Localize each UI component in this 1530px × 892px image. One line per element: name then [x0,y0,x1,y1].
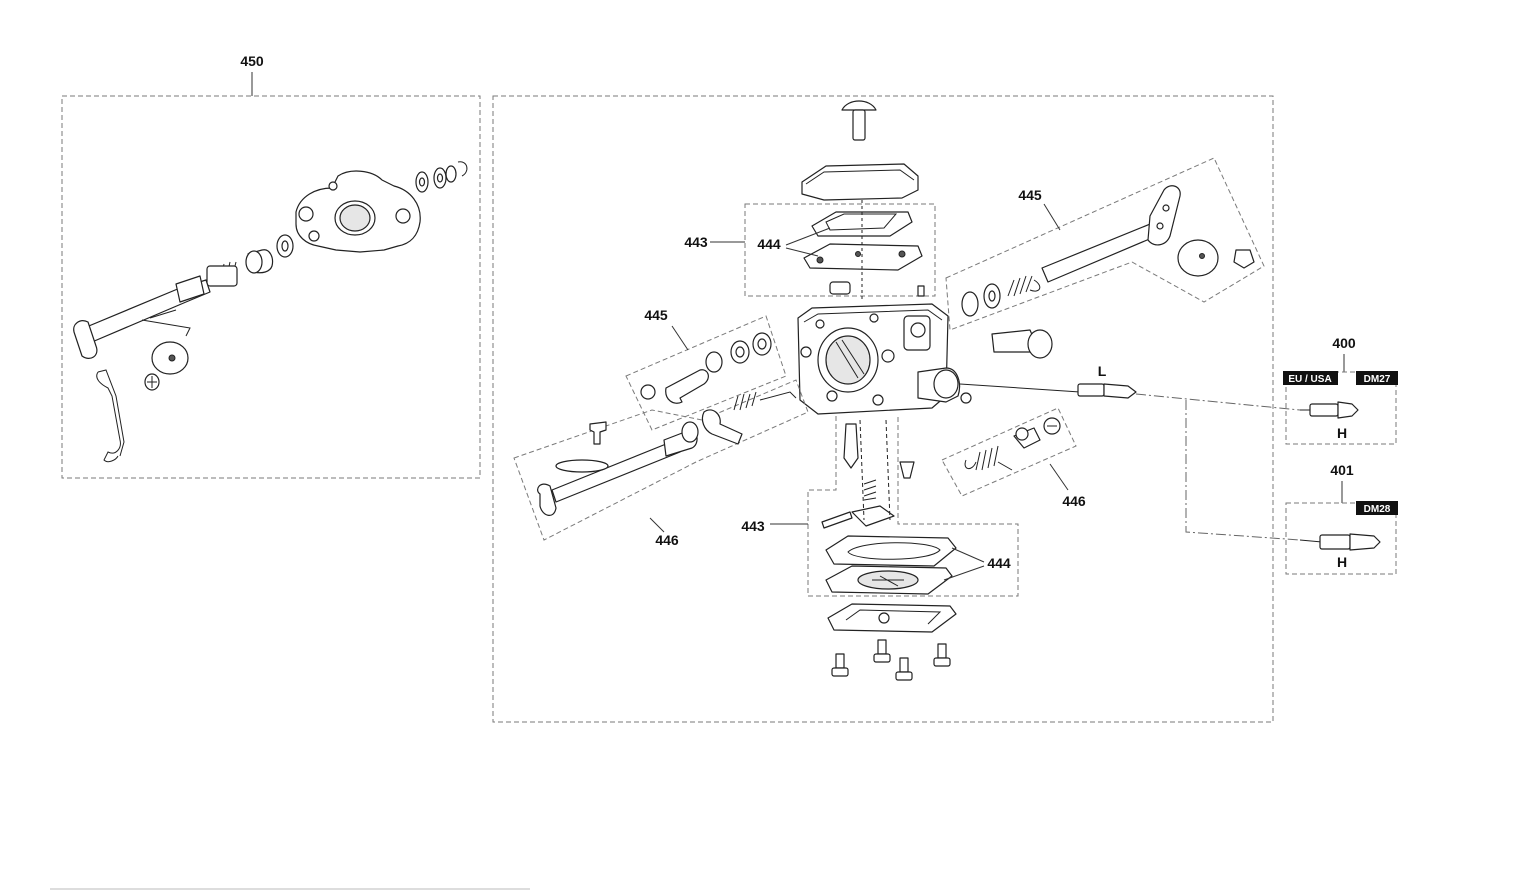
choke-parts-left [640,332,772,404]
callout-445-right[interactable]: 445 [1018,187,1042,203]
choke-parts-right [964,417,1061,471]
main-carburetor-group: 443 444 [492,95,1301,723]
callout-400[interactable]: 400 [1332,335,1356,351]
screw-H-401 [1299,533,1381,551]
callout-H-400[interactable]: H [1337,425,1347,441]
bottom-cover [827,603,957,633]
callout-445-left[interactable]: 445 [644,307,668,323]
box-main [492,95,1274,723]
callout-446-right[interactable]: 446 [1062,493,1086,509]
gasket-top-2 [803,243,923,271]
group-450: 450 [61,53,481,479]
inlet-needle-parts [821,419,915,529]
choke-shaft-left [537,391,797,516]
screw-L: L [959,363,1137,399]
box-446-right [941,407,1077,497]
box-445-left [625,315,787,431]
intake-flange [295,170,421,253]
callout-L[interactable]: L [1098,363,1107,379]
badge-eu-usa-bg [1283,371,1338,385]
fuel-fitting [991,329,1053,359]
box-446-left [513,379,809,541]
callout-450[interactable]: 450 [240,53,264,69]
badge-dm28-bg [1356,501,1398,515]
top-cover [801,163,919,201]
callout-443-top[interactable]: 443 [684,234,708,250]
box-443-top [744,203,936,297]
top-screw [841,100,877,141]
callout-446-left[interactable]: 446 [655,532,679,548]
group-400: 400 EU / USA DM27 H [1283,335,1398,445]
badge-dm27-bg [1356,371,1398,385]
box-450 [61,95,481,479]
carburetor-body [797,303,972,415]
badge-dm27: DM27 [1364,374,1391,385]
badge-eu-usa: EU / USA [1288,374,1331,385]
callout-444-top[interactable]: 444 [757,236,781,252]
callout-443-bottom[interactable]: 443 [741,518,765,534]
box-401 [1285,502,1397,575]
callout-401[interactable]: 401 [1330,462,1354,478]
bottom-gaskets [825,535,957,595]
box-443-bottom-path [807,416,1019,597]
throttle-disc-450 [144,341,189,391]
shaft-assembly-450 [73,234,294,359]
box-445-right [945,157,1265,331]
bottom-screws [831,639,951,681]
box-400 [1285,371,1397,445]
washers-upper [415,161,468,193]
leader-L-to-401 [1185,400,1301,541]
group-401: 401 DM28 H [1285,462,1398,575]
top-plug [829,281,851,295]
badge-dm28: DM28 [1364,504,1391,515]
throttle-shaft-right [961,185,1255,317]
linkage-rod [96,369,125,463]
screw-H-400 [1300,401,1359,419]
callout-H-401[interactable]: H [1337,554,1347,570]
callout-444-bottom[interactable]: 444 [987,555,1011,571]
leader-L-to-400 [1135,393,1301,411]
